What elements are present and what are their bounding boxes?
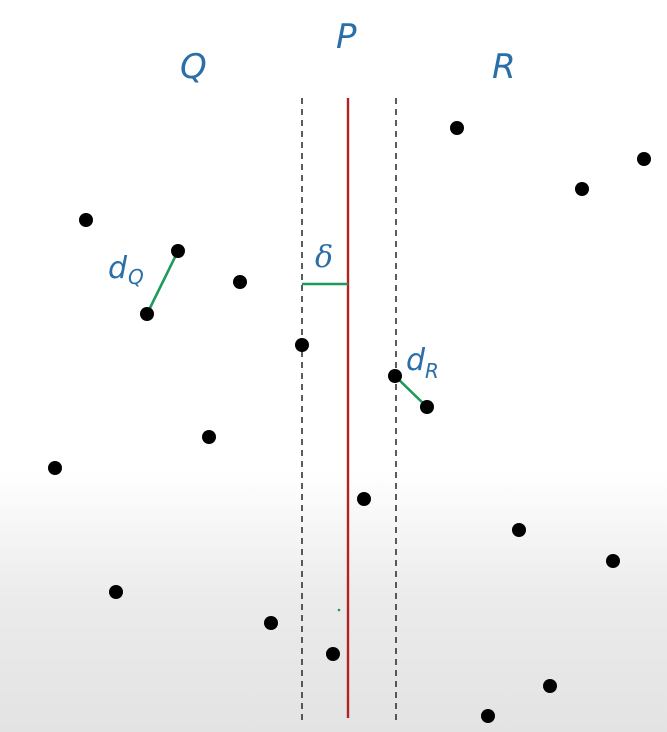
dr-label-subscript: R bbox=[425, 359, 439, 383]
point bbox=[171, 244, 185, 258]
point bbox=[326, 647, 340, 661]
point bbox=[109, 585, 123, 599]
dr-segment bbox=[394, 375, 428, 408]
region-label-q: Q bbox=[180, 47, 207, 87]
point bbox=[388, 369, 402, 383]
point bbox=[512, 523, 526, 537]
point bbox=[637, 152, 651, 166]
points bbox=[48, 121, 651, 723]
dq-segment bbox=[145, 250, 180, 315]
point bbox=[140, 307, 154, 321]
point bbox=[543, 679, 557, 693]
point bbox=[264, 616, 278, 630]
dq-label-main: d bbox=[108, 251, 128, 286]
dr-label: d R bbox=[406, 343, 439, 383]
delta-label: δ bbox=[315, 240, 333, 275]
point bbox=[202, 430, 216, 444]
point bbox=[79, 213, 93, 227]
stray-mark bbox=[337, 608, 341, 612]
dq-label: d Q bbox=[108, 251, 144, 289]
point bbox=[481, 709, 495, 723]
dr-label-main: d bbox=[406, 343, 426, 378]
region-label-p: P bbox=[336, 17, 357, 57]
point bbox=[606, 554, 620, 568]
point bbox=[48, 461, 62, 475]
point bbox=[233, 275, 247, 289]
region-label-r: R bbox=[492, 47, 516, 87]
point bbox=[295, 338, 309, 352]
dq-label-subscript: Q bbox=[128, 265, 144, 289]
point bbox=[357, 492, 371, 506]
point bbox=[575, 182, 589, 196]
point bbox=[420, 400, 434, 414]
point bbox=[450, 121, 464, 135]
